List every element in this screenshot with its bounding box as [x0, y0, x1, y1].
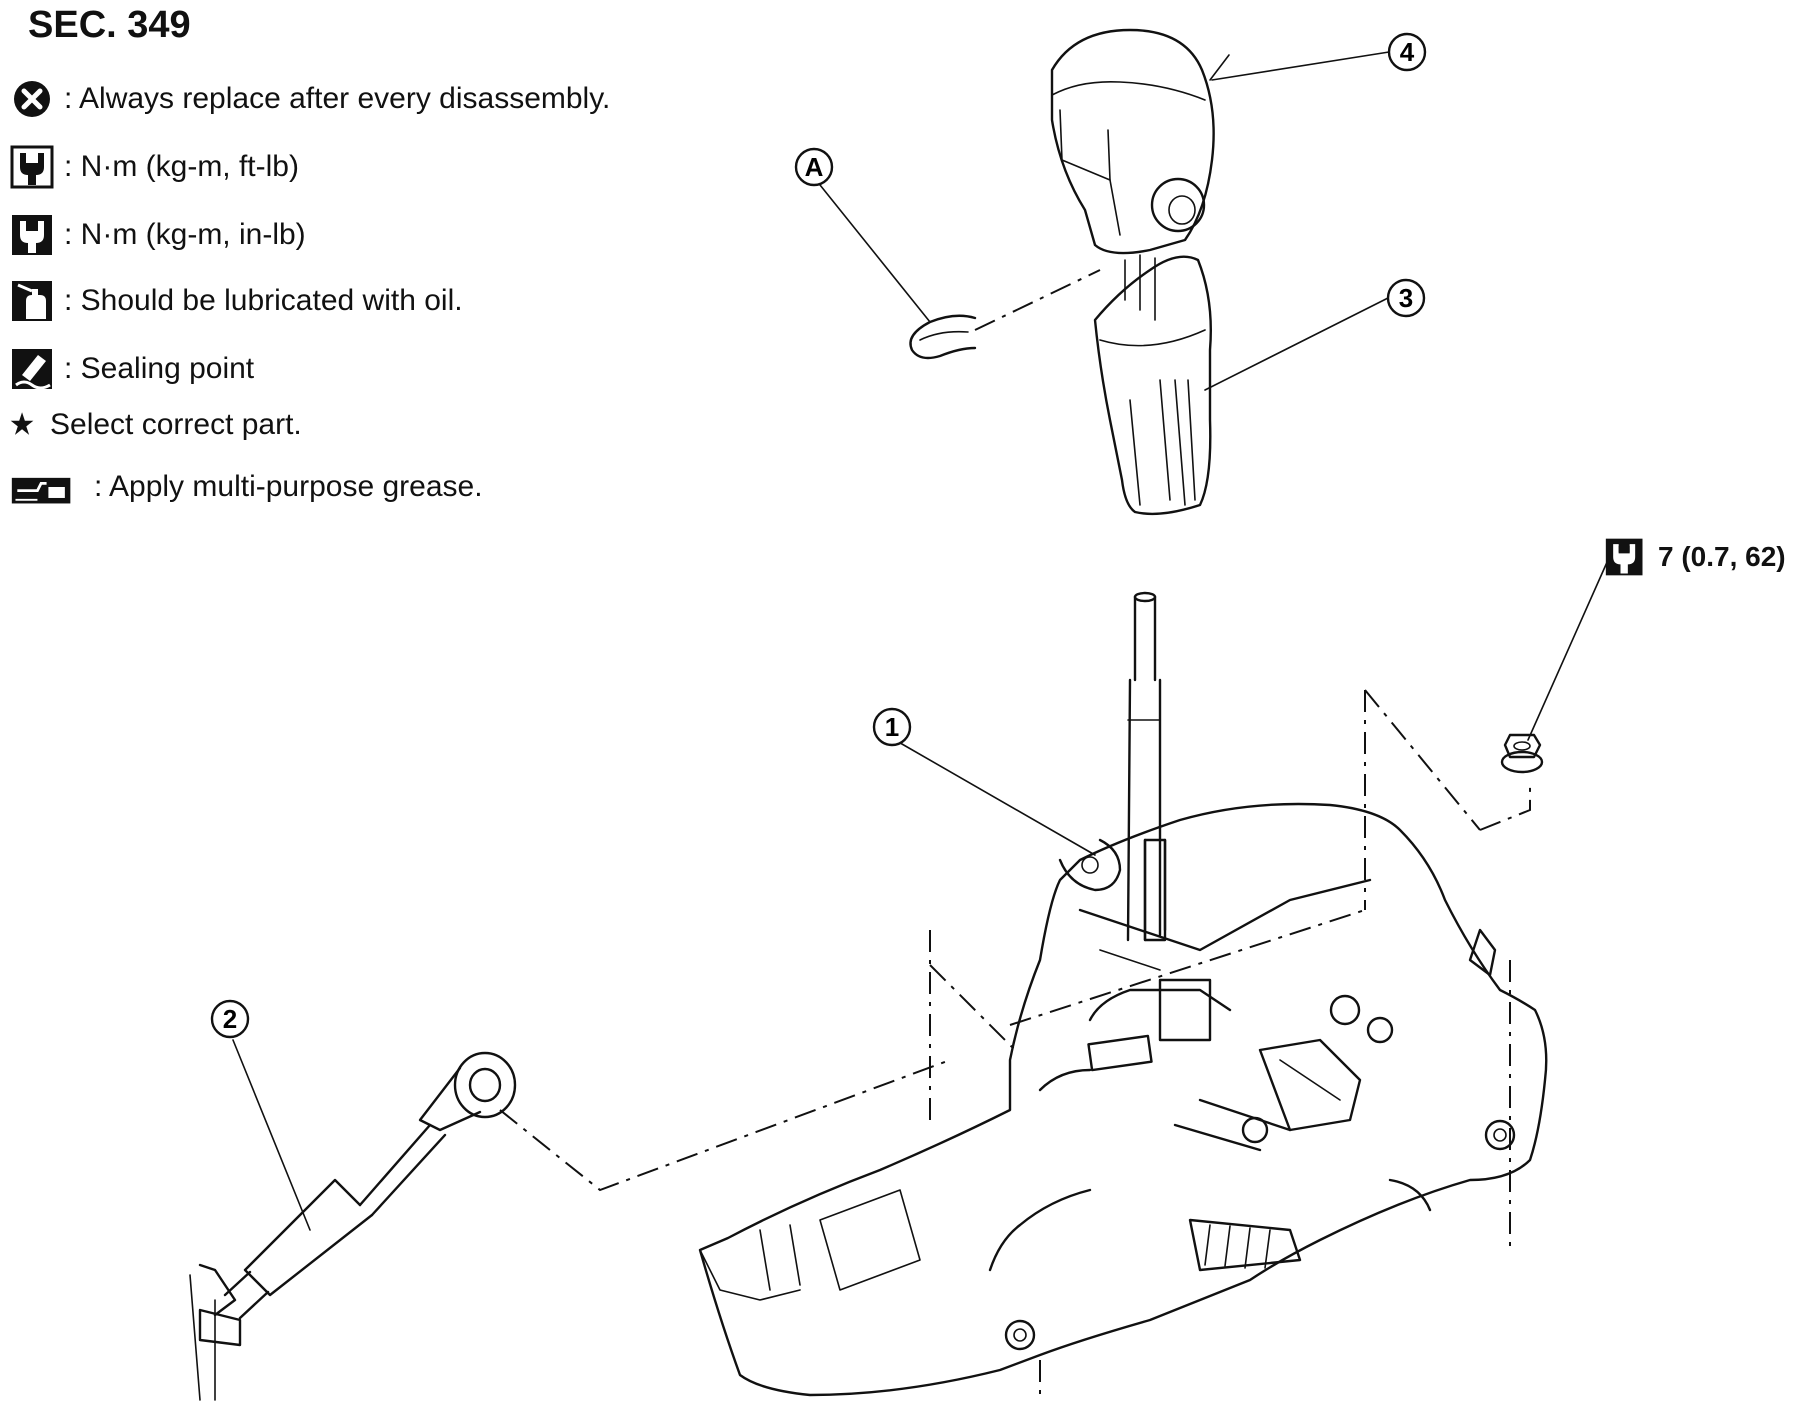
callout-1: 1: [872, 707, 912, 747]
assembly-line-nut: [1479, 780, 1531, 831]
torque-spec-value: 7 (0.7, 62): [1658, 541, 1786, 572]
legend-label: : Apply multi-purpose grease.: [94, 470, 483, 503]
control-device-assembly-1: [698, 802, 1548, 1397]
shift-lever-rod: [1126, 591, 1167, 942]
legend-item-torque-inlb: : N·m (kg-m, in-lb): [10, 210, 306, 260]
leader-3: [1204, 297, 1389, 391]
assembly-line-left: [929, 964, 1016, 1051]
leader-torque: [1527, 559, 1609, 741]
oil-can-icon: [12, 281, 52, 321]
torque-ftlb-icon: [10, 145, 54, 189]
replace-x-icon: [14, 81, 50, 117]
leader-2: [232, 1039, 311, 1231]
assembly-line-clip: [974, 269, 1101, 331]
legend-label: : N·m (kg-m, in-lb): [64, 218, 306, 251]
legend-label: : Always replace after every disassembly…: [64, 82, 611, 115]
leader-4-line: [1211, 51, 1390, 81]
leader-1: [894, 739, 1096, 856]
legend-label: : Should be lubricated with oil.: [64, 284, 463, 317]
flange-nut: [1500, 733, 1544, 774]
callout-a: A: [794, 147, 834, 187]
legend-item-grease: : Apply multi-purpose grease.: [10, 462, 483, 512]
section-title: SEC. 349: [28, 4, 191, 46]
callout-4: 4: [1387, 32, 1427, 72]
legend-item-replace: : Always replace after every disassembly…: [10, 74, 610, 124]
callout-2-label: 2: [223, 1004, 237, 1034]
leader-a: [811, 174, 931, 323]
leader-4: [1209, 54, 1230, 81]
star-icon: [10, 412, 34, 435]
callout-3-label: 3: [1399, 283, 1413, 313]
legend-item-torque-ftlb: : N·m (kg-m, ft-lb): [10, 142, 299, 192]
legend-item-sealant: : Sealing point: [10, 344, 254, 394]
callout-1-label: 1: [885, 712, 899, 742]
torque-inlb-icon: [1605, 538, 1643, 576]
callout-a-label: A: [805, 152, 824, 182]
grease-icon: [11, 477, 71, 504]
shift-knob-4: [1050, 28, 1215, 321]
retaining-clip-a: [909, 314, 977, 360]
legend-item-star: Select correct part.: [10, 400, 302, 450]
callout-4-label: 4: [1400, 37, 1415, 67]
legend-label: Select correct part.: [50, 408, 302, 441]
legend-label: : N·m (kg-m, ft-lb): [64, 150, 299, 183]
sealant-icon: [12, 349, 52, 390]
shift-knob-sleeve-3: [1093, 255, 1212, 516]
assembly-line-top: [1009, 909, 1366, 1026]
callout-2: 2: [210, 999, 250, 1039]
legend-label: : Sealing point: [64, 352, 255, 385]
control-cable-2: [189, 1051, 517, 1401]
legend-item-oil: : Should be lubricated with oil.: [10, 276, 463, 326]
torque-spec: 7 (0.7, 62): [1604, 536, 1786, 578]
assembly-line-cable: [499, 1059, 951, 1192]
assembly-line-right-diagonal: [1364, 689, 1481, 831]
torque-inlb-icon: [12, 215, 52, 255]
callout-3: 3: [1386, 278, 1426, 318]
